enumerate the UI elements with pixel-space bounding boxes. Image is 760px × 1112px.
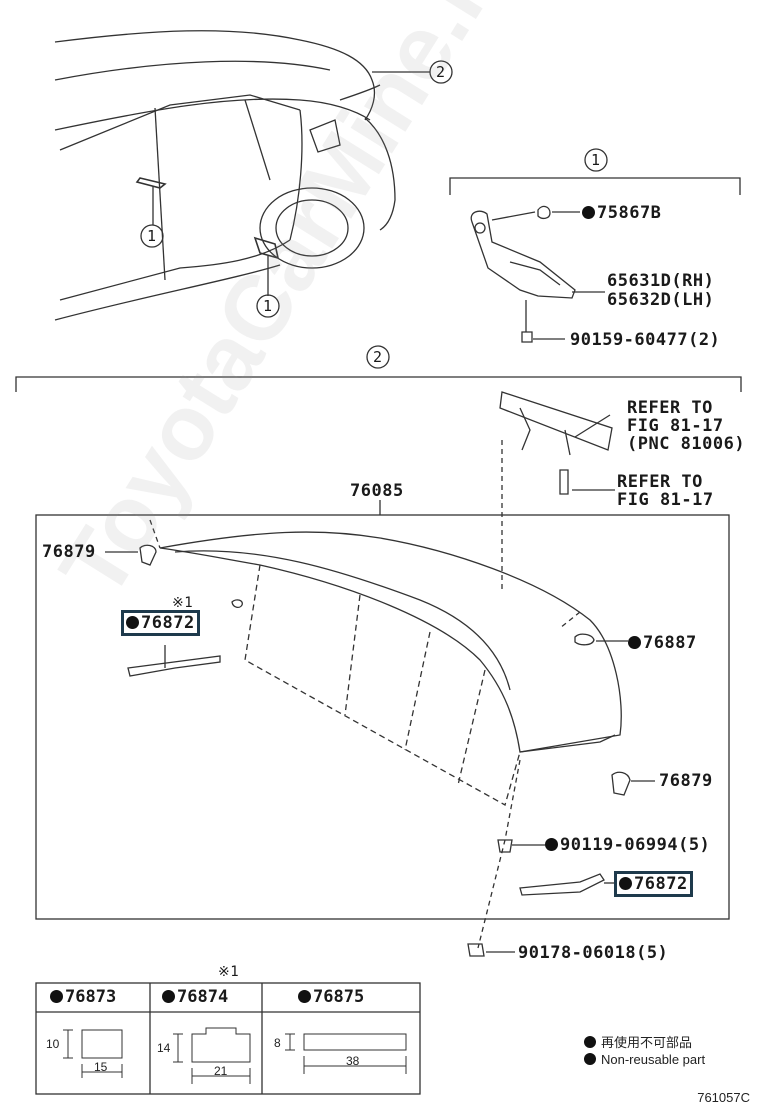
part-76872-right[interactable]: 76872 <box>614 871 693 897</box>
part-75867B-label: 75867B <box>597 203 662 223</box>
bracket-part-drawing <box>470 205 605 343</box>
spoiler-box <box>35 514 730 920</box>
part-76879-left[interactable]: 76879 <box>42 542 96 562</box>
part-76887[interactable]: 76887 <box>628 634 697 652</box>
refer-2-line-1: REFER TO <box>617 472 703 492</box>
table-header-76875-label: 76875 <box>313 987 365 1007</box>
dim-76875-width: 38 <box>346 1054 360 1068</box>
part-65632D[interactable]: 65632D(LH) <box>607 290 715 310</box>
dim-76875-height: 8 <box>274 1036 281 1050</box>
part-90178[interactable]: 90178-06018(5) <box>518 943 669 963</box>
refer-1-line-2[interactable]: FIG 81-17 <box>627 416 724 436</box>
note-mark: ※1 <box>172 595 194 611</box>
part-90119[interactable]: 90119-06994(5) <box>545 836 710 854</box>
dim-76873-width: 15 <box>94 1060 108 1074</box>
legend-bullet-icon <box>584 1053 596 1065</box>
part-65631D[interactable]: 65631D(RH) <box>607 271 715 291</box>
refer-2-line-2[interactable]: FIG 81-17 <box>617 490 714 510</box>
part-76879-right[interactable]: 76879 <box>659 771 713 791</box>
part-76872-right-label: 76872 <box>634 874 688 894</box>
table-note-mark: ※1 <box>218 964 240 980</box>
callout-2-roof: 2 <box>436 63 446 81</box>
table-header-76874-label: 76874 <box>177 987 229 1007</box>
car-illustration <box>54 30 430 321</box>
size-table-lines <box>35 982 421 1095</box>
part-76872-left[interactable]: 76872 <box>121 610 200 636</box>
callout-1-door: 1 <box>147 227 157 245</box>
legend-jp: 再使用不可部品 <box>584 1032 692 1051</box>
callout-1-header: 1 <box>591 151 601 169</box>
part-76085[interactable]: 76085 <box>350 481 404 501</box>
legend-en: Non-reusable part <box>584 1052 705 1067</box>
legend-en-label: Non-reusable part <box>601 1052 706 1067</box>
figure-id: 761057C <box>697 1090 750 1105</box>
part-75867B[interactable]: 75867B <box>582 204 661 222</box>
table-header-76873: 76873 <box>50 987 116 1007</box>
table-header-76874: 76874 <box>162 987 228 1007</box>
callout-1-fender: 1 <box>263 297 273 315</box>
table-header-76875: 76875 <box>298 987 364 1007</box>
callout-2-header: 2 <box>373 348 383 366</box>
table-header-76873-label: 76873 <box>65 987 117 1007</box>
dim-76873-height: 10 <box>46 1037 60 1051</box>
part-76872-left-label: 76872 <box>141 613 195 633</box>
refer-1-line-1: REFER TO <box>627 398 713 418</box>
part-90119-label: 90119-06994(5) <box>560 835 711 855</box>
legend-jp-label: 再使用不可部品 <box>601 1035 693 1050</box>
part-90159[interactable]: 90159-60477(2) <box>570 330 721 350</box>
dim-76874-width: 21 <box>214 1064 228 1078</box>
refer-1-line-3: (PNC 81006) <box>627 434 746 454</box>
spoiler-drawing <box>105 519 655 957</box>
stop-light-drawing <box>499 391 615 590</box>
dim-76874-height: 14 <box>157 1041 171 1055</box>
legend-bullet-icon <box>584 1036 596 1048</box>
part-76887-label: 76887 <box>643 633 697 653</box>
